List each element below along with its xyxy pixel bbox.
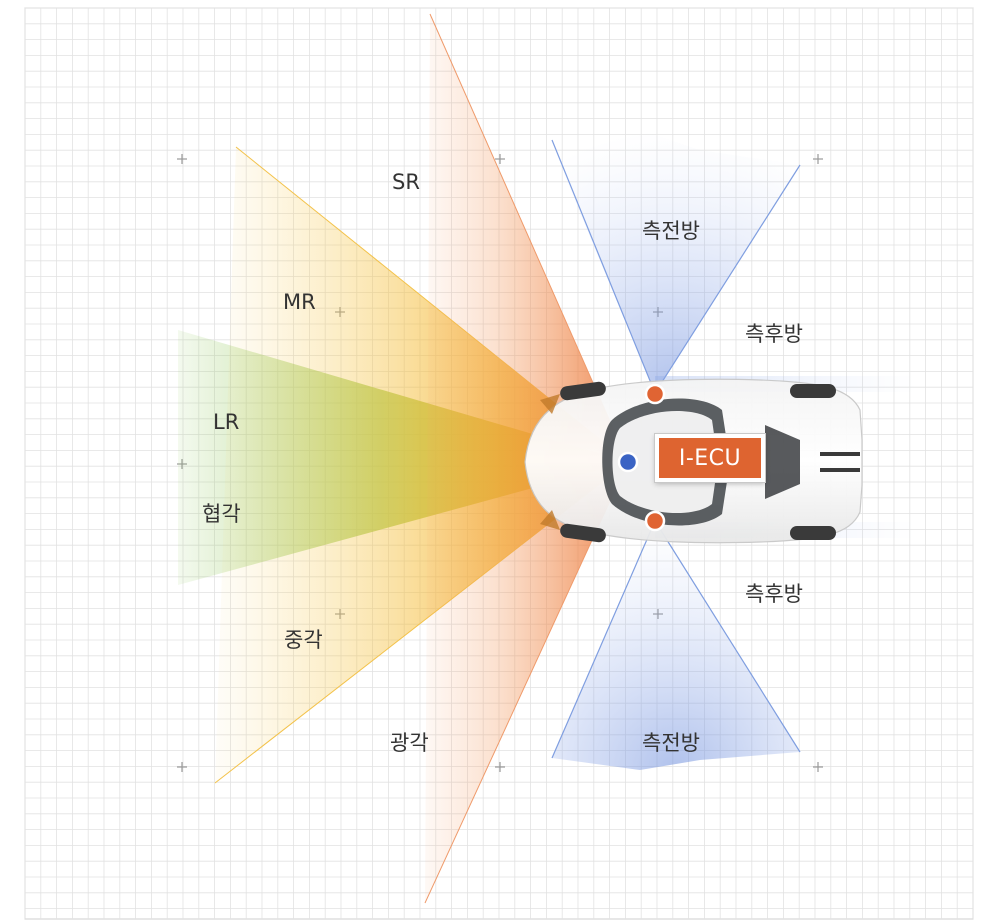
label-side-rear-bottom: 측후방 [745, 582, 803, 606]
side-front-top-coverage [550, 130, 800, 393]
side-top-edge-front [551, 139, 656, 394]
label-wide-angle: 광각 [390, 731, 429, 755]
label-sr: SR [392, 170, 420, 194]
corner-radar-sensor-bottom [644, 510, 666, 532]
label-narrow-angle: 협각 [202, 502, 241, 526]
label-medium-angle: 중각 [284, 628, 323, 652]
label-lr: LR [213, 410, 240, 434]
label-side-front-top: 측전방 [642, 219, 700, 243]
mr-coverage-wedge [215, 147, 628, 783]
label-side-front-bottom: 측전방 [642, 731, 700, 755]
side-front-bottom-coverage [552, 521, 800, 770]
i-ecu-label: I-ECU [678, 445, 742, 471]
side-bottom-edge-front [551, 520, 656, 759]
front-radar-sensor [617, 451, 639, 473]
side-bottom-edge-rear [654, 520, 801, 753]
side-top-edge-rear [654, 164, 801, 394]
corner-radar-sensor-top [644, 383, 666, 405]
label-mr: MR [283, 290, 316, 314]
i-ecu-box: I-ECU [654, 433, 766, 483]
label-side-rear-top: 측후방 [745, 322, 803, 346]
